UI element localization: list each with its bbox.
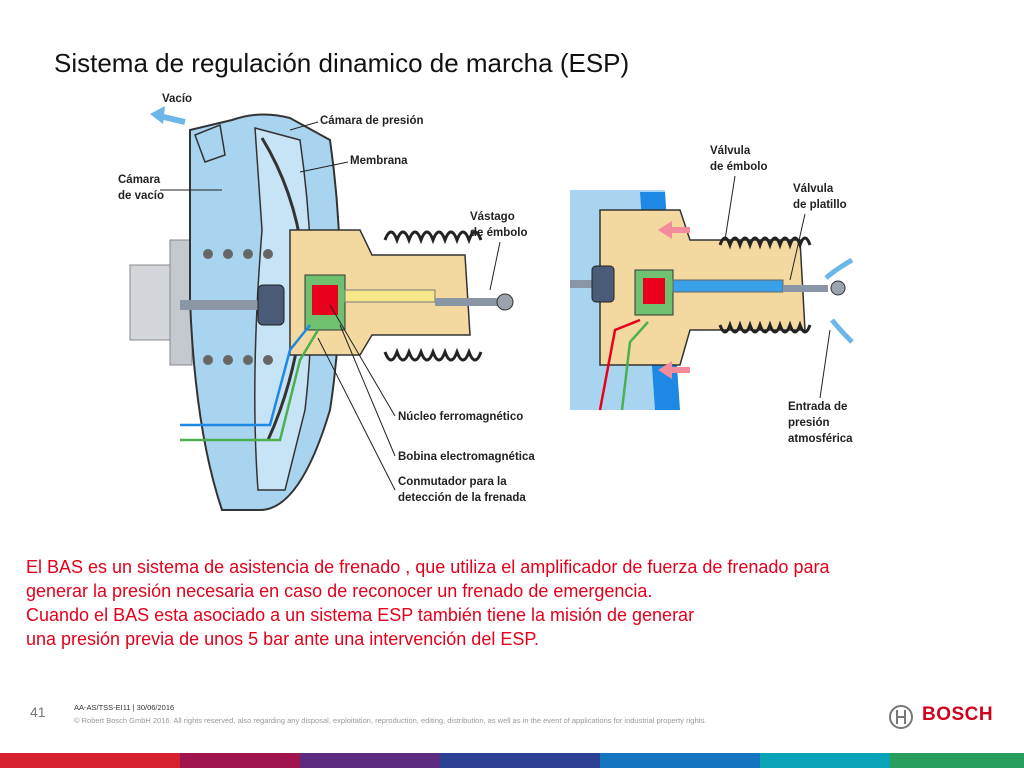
label-vastago-2: de émbolo [470, 227, 528, 239]
label-entrada-3: atmosférica [788, 433, 853, 445]
right-leader-lines [724, 175, 831, 399]
brake-booster-diagram: Vacío Cámara de presión Membrana Cámara … [118, 93, 854, 511]
label-conmutador-1: Conmutador para la [398, 476, 507, 488]
label-bobina: Bobina electromagnética [398, 451, 535, 463]
label-entrada-2: presión [788, 417, 830, 429]
label-valvula-platillo-2: de platillo [793, 199, 847, 211]
label-vastago-1: Vástago [470, 211, 515, 223]
label-valvula-embolo-1: Válvula [710, 145, 751, 157]
detail-bellows [718, 236, 812, 334]
label-membrana: Membrana [350, 155, 408, 167]
left-booster [129, 106, 514, 511]
body-text: El BAS es un sistema de asistencia de fr… [26, 555, 1006, 651]
rubber-bellows [383, 230, 483, 362]
detail-red-wire [598, 318, 641, 411]
detail-push-rod [570, 280, 610, 288]
label-nucleo: Núcleo ferromagnético [398, 411, 523, 423]
detail-core [643, 278, 665, 304]
air-arrow-bottom [830, 318, 854, 344]
push-rod [180, 300, 280, 310]
right-detail [570, 190, 854, 411]
detail-plunger-ball [830, 280, 846, 296]
brand-name: BOSCH [922, 704, 994, 725]
body-line-1: El BAS es un sistema de asistencia de fr… [26, 557, 830, 577]
doc-meta: AA-AS/TSS-EI11 | 30/06/2016 [74, 703, 175, 712]
color-stripe [0, 753, 1024, 768]
label-valvula-platillo-1: Válvula [793, 183, 834, 195]
bosch-logo: BOSCH [884, 702, 1004, 730]
label-camara-presion: Cámara de presión [320, 115, 424, 127]
label-conmutador-2: detección de la frenada [398, 492, 526, 504]
label-camara-vacio-2: de vacío [118, 190, 164, 202]
vacuum-port [194, 123, 226, 163]
detail-rod-head [591, 265, 615, 303]
label-camara-vacio-1: Cámara [118, 174, 161, 186]
page-number: 41 [30, 704, 46, 720]
left-leader-lines [160, 121, 501, 491]
label-entrada-1: Entrada de [788, 401, 847, 413]
copyright-notice: © Robert Bosch GmbH 2016. All rights res… [74, 716, 707, 725]
green-wire [180, 329, 320, 442]
spring-dots [203, 249, 273, 365]
ferromagnetic-core [312, 285, 338, 315]
label-vacio: Vacío [162, 93, 192, 105]
blue-wire [180, 324, 311, 427]
detail-green-wire [620, 321, 649, 411]
slide-title: Sistema de regulación dinamico de marcha… [54, 48, 630, 78]
rod-head [257, 284, 285, 326]
air-arrow-top [824, 257, 854, 280]
detail-plunger [783, 285, 828, 292]
inner-rod [344, 289, 436, 303]
label-valvula-embolo-2: de émbolo [710, 161, 768, 173]
bosch-armature-icon [889, 705, 913, 729]
body-line-3: Cuando el BAS esta asociado a un sistema… [26, 605, 695, 625]
plunger-ball [496, 293, 514, 311]
plunger-rod [435, 298, 500, 306]
body-line-2: generar la presión necesaria en caso de … [26, 581, 653, 601]
body-line-4: una presión previa de unos 5 bar ante un… [26, 629, 540, 649]
detail-inner-rod [672, 279, 784, 293]
